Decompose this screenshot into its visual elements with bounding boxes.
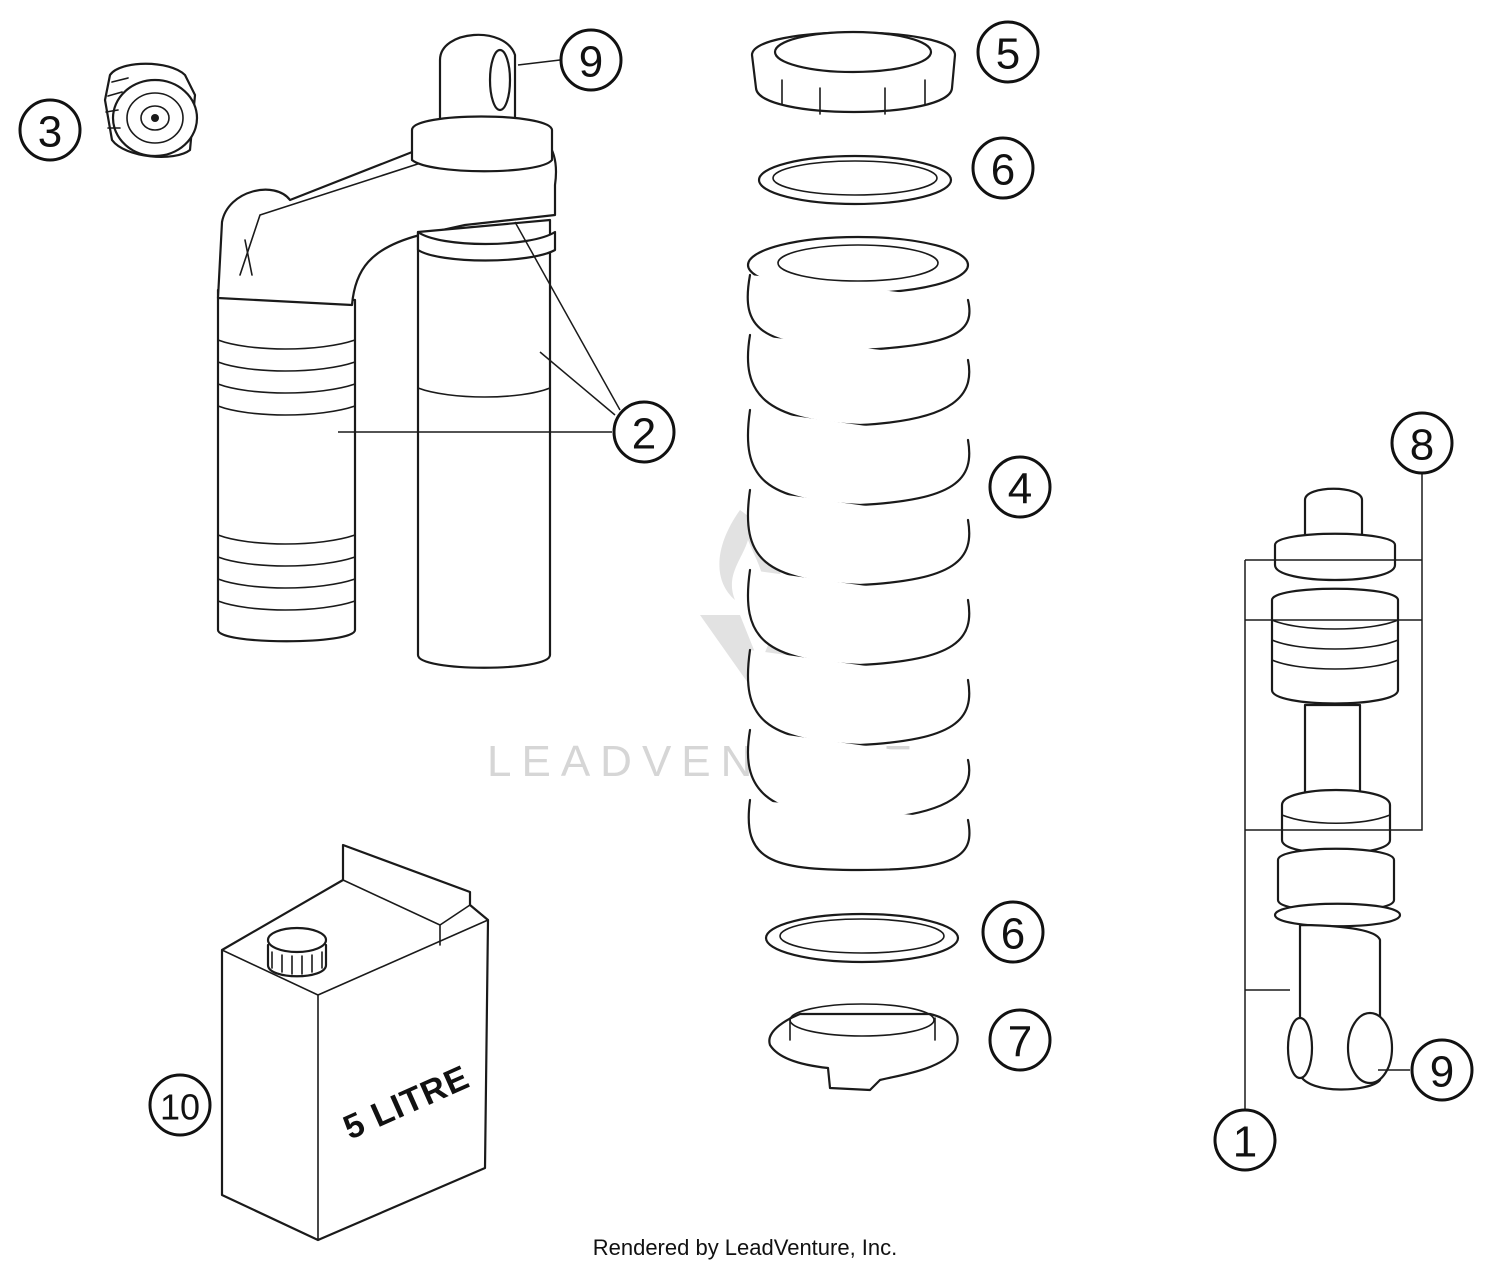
part-1-shock-absorber bbox=[1270, 487, 1402, 1091]
callout-3-label: 3 bbox=[38, 108, 62, 157]
callout-10: 10 bbox=[148, 1073, 212, 1137]
callout-4-label: 4 bbox=[1008, 465, 1032, 514]
callout-9-bottom-label: 9 bbox=[1430, 1048, 1454, 1097]
callout-8-label: 8 bbox=[1410, 421, 1434, 470]
part-2-damper-body bbox=[216, 33, 557, 669]
callout-1: 1 bbox=[1213, 1108, 1277, 1172]
callout-7-label: 7 bbox=[1008, 1018, 1032, 1067]
part-4-spring bbox=[746, 235, 971, 872]
callout-3: 3 bbox=[18, 98, 82, 162]
part-6-washer-upper bbox=[757, 154, 953, 206]
footer-credit: Rendered by LeadVenture, Inc. bbox=[593, 1235, 898, 1260]
callout-6-upper: 6 bbox=[971, 136, 1035, 200]
part-7-spring-seat bbox=[768, 1003, 959, 1092]
callout-1-label: 1 bbox=[1233, 1118, 1257, 1167]
callout-2-label: 2 bbox=[632, 410, 656, 459]
leader-lines bbox=[338, 59, 1423, 1112]
part-6-washer-lower bbox=[764, 912, 960, 964]
callout-9-bottom: 9 bbox=[1410, 1038, 1474, 1102]
callout-4: 4 bbox=[988, 455, 1052, 519]
part-5-nut bbox=[750, 30, 957, 115]
callout-6-lower-label: 6 bbox=[1001, 910, 1025, 959]
callout-10-label: 10 bbox=[160, 1087, 200, 1128]
callout-9-top-label: 9 bbox=[579, 38, 603, 87]
callout-5-label: 5 bbox=[996, 30, 1020, 79]
part-10-oil-container: 5 LITRE bbox=[220, 843, 490, 1242]
callout-6-lower: 6 bbox=[981, 900, 1045, 964]
callout-6-upper-label: 6 bbox=[991, 146, 1015, 195]
callout-2: 2 bbox=[612, 400, 676, 464]
callout-5: 5 bbox=[976, 20, 1040, 84]
part-3-knob bbox=[103, 62, 199, 158]
callout-9-top: 9 bbox=[559, 28, 623, 92]
callout-8: 8 bbox=[1390, 411, 1454, 475]
callout-7: 7 bbox=[988, 1008, 1052, 1072]
